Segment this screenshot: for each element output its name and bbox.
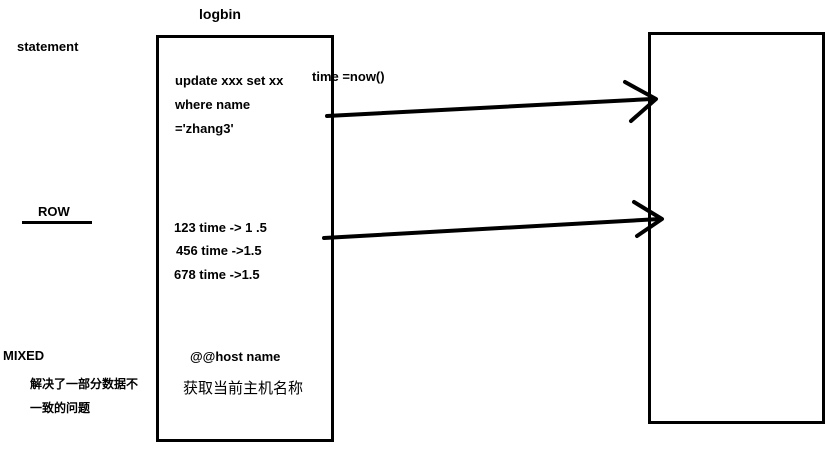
logbin-title: logbin (199, 6, 241, 22)
statement-sql-line1: update xxx set xx (175, 73, 284, 88)
row-arrow (322, 200, 664, 240)
mixed-desc-line1: 解决了一部分数据不 (30, 377, 139, 391)
row-value-2: 456 time ->1.5 (176, 243, 262, 258)
mixed-label: MIXED (3, 348, 45, 363)
replica-box (648, 32, 825, 424)
mixed-host-desc: 获取当前主机名称 (183, 379, 304, 397)
row-label-underline (22, 221, 92, 224)
statement-arrow (325, 80, 658, 123)
row-value-3: 678 time ->1.5 (174, 267, 260, 282)
statement-sql-line3: ='zhang3' (175, 121, 234, 136)
mixed-host-variable: @@host name (190, 349, 281, 364)
statement-label: statement (17, 39, 79, 54)
row-label: ROW (38, 204, 70, 219)
statement-sql-line2: where name (175, 97, 251, 112)
row-value-1: 123 time -> 1 .5 (174, 220, 267, 235)
mixed-desc-line2: 一致的问题 (30, 401, 91, 415)
statement-sql-line1-tail: time =now() (312, 69, 385, 84)
